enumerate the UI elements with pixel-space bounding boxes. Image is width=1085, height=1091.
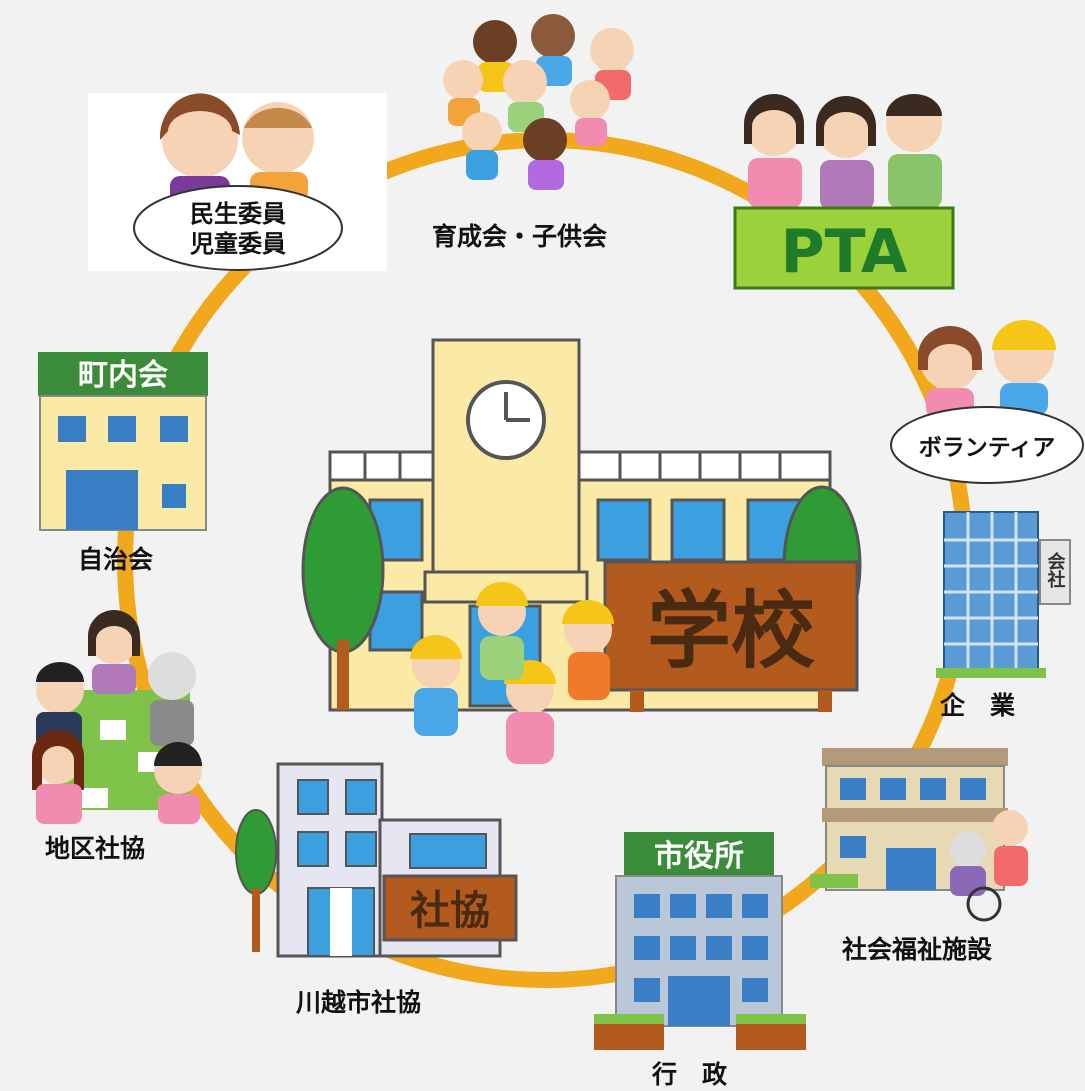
city-hall-sign: 市役所 — [654, 839, 744, 874]
volunteer-people — [918, 320, 1056, 418]
self-government-label: 自治会 — [78, 545, 154, 574]
town-association-building — [38, 352, 208, 531]
pta-board-text: PTA — [781, 217, 908, 287]
wheelchair-icon — [966, 886, 1002, 922]
volunteer-sign-text: ボランティア — [919, 435, 1056, 461]
city-council-sign — [382, 874, 518, 942]
welfare-committee-people — [159, 93, 314, 204]
tree-icon — [301, 486, 385, 654]
welfare-facility-building — [810, 748, 1028, 922]
welfare-committee-sign — [133, 185, 343, 271]
pta-board — [733, 206, 955, 290]
district-meeting — [32, 610, 202, 824]
school-sign-text: 学校 — [647, 582, 815, 680]
welfare-committee-line1: 民生委員 — [190, 200, 286, 228]
company-label: 企 業 — [940, 691, 1016, 720]
town-association-sign: 町内会 — [78, 358, 168, 393]
school-sign — [603, 560, 859, 692]
volunteer-sign — [890, 406, 1084, 484]
youth-group-label: 育成会・子供会 — [432, 222, 608, 251]
company-building — [936, 511, 1071, 678]
company-sign-text: 会社 — [1045, 551, 1066, 589]
youth-group-children — [443, 14, 634, 190]
welfare-committee-line2: 児童委員 — [190, 230, 286, 258]
pta-people — [744, 94, 942, 210]
children-icon — [410, 582, 614, 764]
city-council-sign-text: 社協 — [410, 888, 490, 934]
welfare-facility-label: 社会福祉施設 — [842, 935, 993, 964]
administration-label: 行 政 — [652, 1060, 728, 1089]
city-council-label: 川越市社協 — [296, 988, 422, 1017]
city-hall-building — [594, 832, 806, 1050]
school-building: 学校 — [301, 338, 862, 764]
district-council-label: 地区社協 — [45, 834, 146, 863]
